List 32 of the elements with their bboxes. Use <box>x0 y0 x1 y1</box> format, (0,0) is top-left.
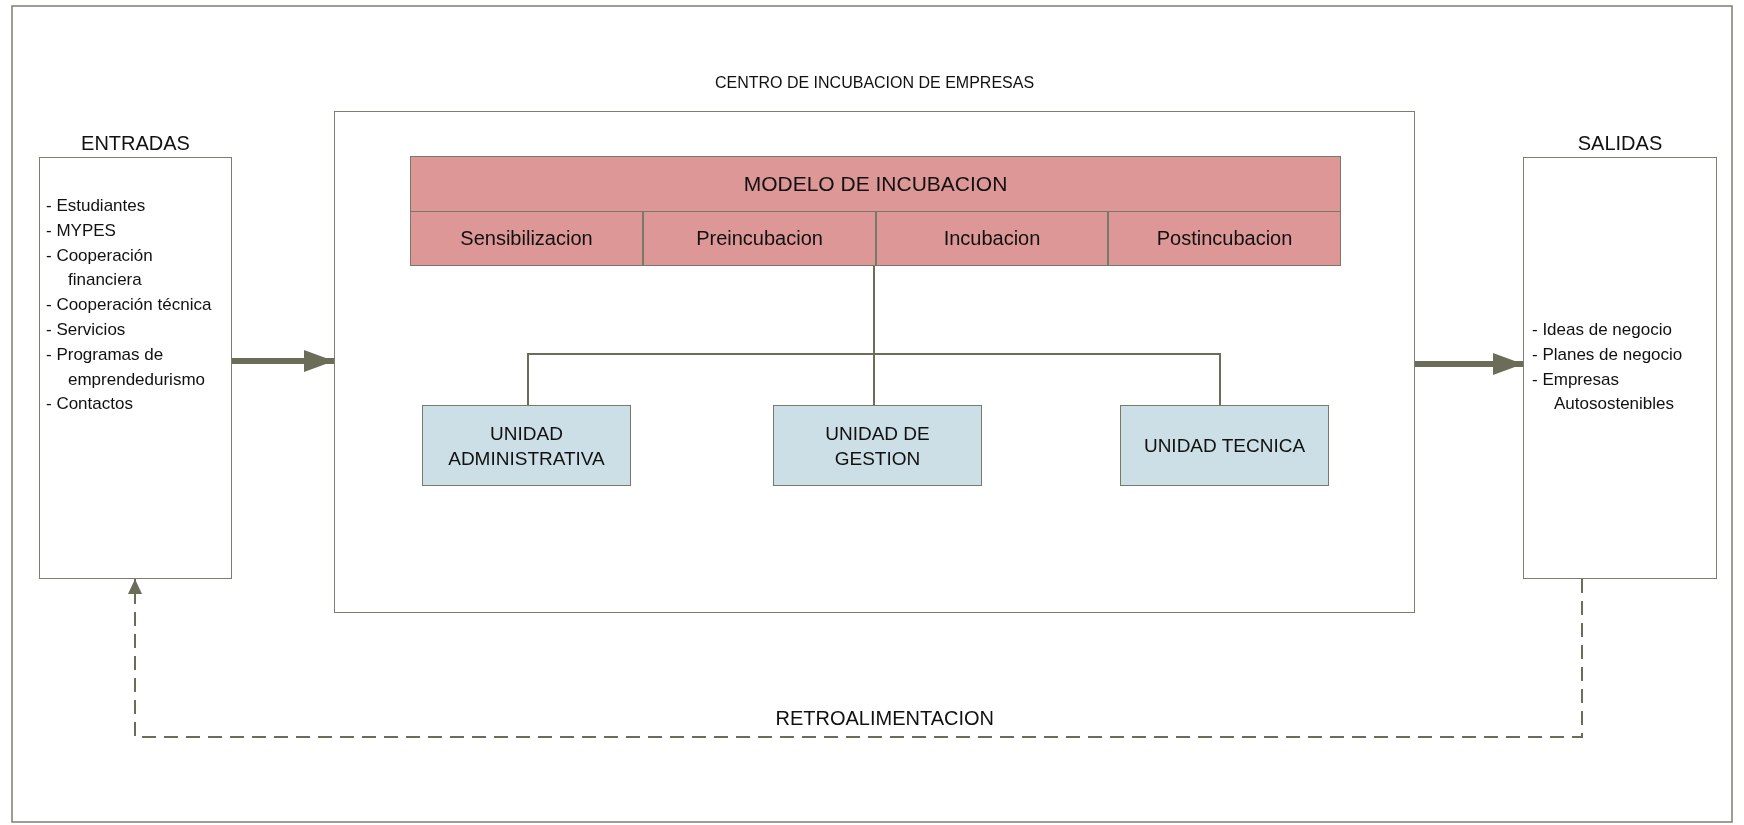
phase-cell <box>1108 211 1341 266</box>
unit-box <box>1120 405 1329 486</box>
phase-cell <box>876 211 1108 266</box>
phase-cell <box>643 211 876 266</box>
unit-label: UNIDAD ADMINISTRATIVA <box>447 421 606 471</box>
section-heading: SALIDAS <box>1577 132 1663 155</box>
section-heading: CENTRO DE INCUBACION DE EMPRESAS <box>714 74 1035 92</box>
list-item: - Ideas de negocio <box>1532 319 1673 341</box>
model-title: MODELO DE INCUBACION <box>743 172 1008 196</box>
phase-label: Postincubacion <box>1155 226 1294 251</box>
unit-box <box>773 405 982 486</box>
dashed-arrow <box>128 578 1583 738</box>
unit-box <box>422 405 631 486</box>
phase-label: Preincubacion <box>695 226 824 251</box>
arrow <box>232 350 334 372</box>
list-item: - Cooperación financiera <box>46 244 154 292</box>
list-item: - Contactos <box>46 393 134 416</box>
section-heading: ENTRADAS <box>81 132 190 155</box>
unit-label: UNIDAD TECNICA <box>1142 434 1307 458</box>
phase-cell <box>410 211 643 266</box>
list-item: - Planes de negocio <box>1532 343 1684 366</box>
list-item: - Empresas Autosostenibles <box>1532 368 1676 416</box>
phase-label: Sensibilizacion <box>459 226 594 251</box>
list-item: - Servicios <box>46 319 127 341</box>
list-item: - MYPES <box>46 219 117 242</box>
list-item: - Programas de emprendedurismo <box>46 343 206 391</box>
model-header-box <box>410 156 1341 266</box>
unit-label: UNIDAD DE GESTION <box>824 421 931 471</box>
arrow <box>1415 353 1523 375</box>
list-item: - Cooperación técnica <box>46 294 213 317</box>
list-item: - Estudiantes <box>46 195 147 217</box>
phase-label: Incubacion <box>942 226 1042 251</box>
